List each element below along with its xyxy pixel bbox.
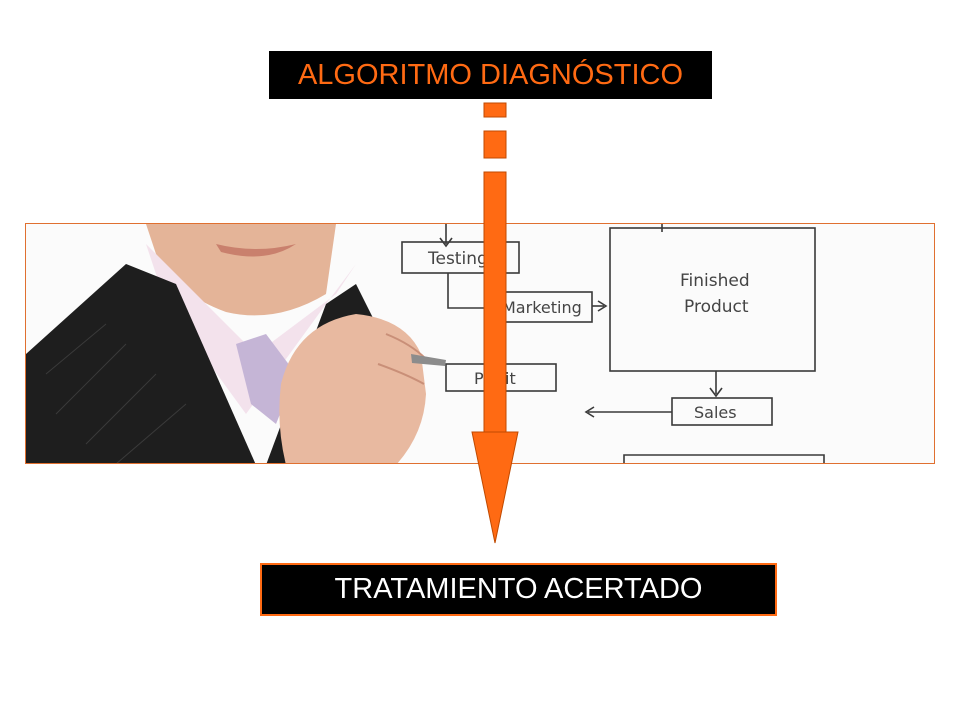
correct-treatment-label: TRATAMIENTO ACERTADO [334, 573, 703, 605]
businessman-flowchart-photo: Testing Marketing Finished Product Profi… [25, 223, 935, 464]
sketch-label-finished: Finished [680, 271, 750, 291]
sketch-arrowhead [597, 300, 608, 312]
arrow-dash-2 [483, 130, 507, 159]
sketch-label-sales: Sales [694, 403, 737, 422]
diagnostic-algorithm-label: ALGORITMO DIAGNÓSTICO [297, 58, 684, 91]
businessman-figure [26, 224, 446, 463]
sketch-label-profit: Profit [474, 369, 516, 388]
sketch-label-testing: Testing [427, 249, 488, 269]
hand [279, 314, 426, 463]
lips [216, 244, 296, 257]
sketch-arrowhead [709, 387, 723, 398]
arrow-dash-1 [483, 102, 507, 118]
sketch-label-product: Product [684, 297, 749, 317]
jacket-left [26, 264, 256, 463]
pinstripes [45, 323, 187, 463]
sketch-box-partial [623, 454, 825, 463]
sketch-label-marketing: Marketing [502, 298, 582, 317]
sketch-line [447, 273, 496, 309]
sketch-box-finished-product [609, 227, 816, 372]
sketch-box-testing [401, 241, 520, 274]
sketch-arrowhead [439, 237, 453, 248]
pen [411, 354, 446, 366]
diagnostic-algorithm-box: ALGORITMO DIAGNÓSTICO [269, 51, 712, 99]
sketch-arrowhead [584, 406, 595, 418]
correct-treatment-box: TRATAMIENTO ACERTADO [260, 563, 777, 616]
photo-illustration: Testing Marketing Finished Product Profi… [26, 224, 934, 463]
